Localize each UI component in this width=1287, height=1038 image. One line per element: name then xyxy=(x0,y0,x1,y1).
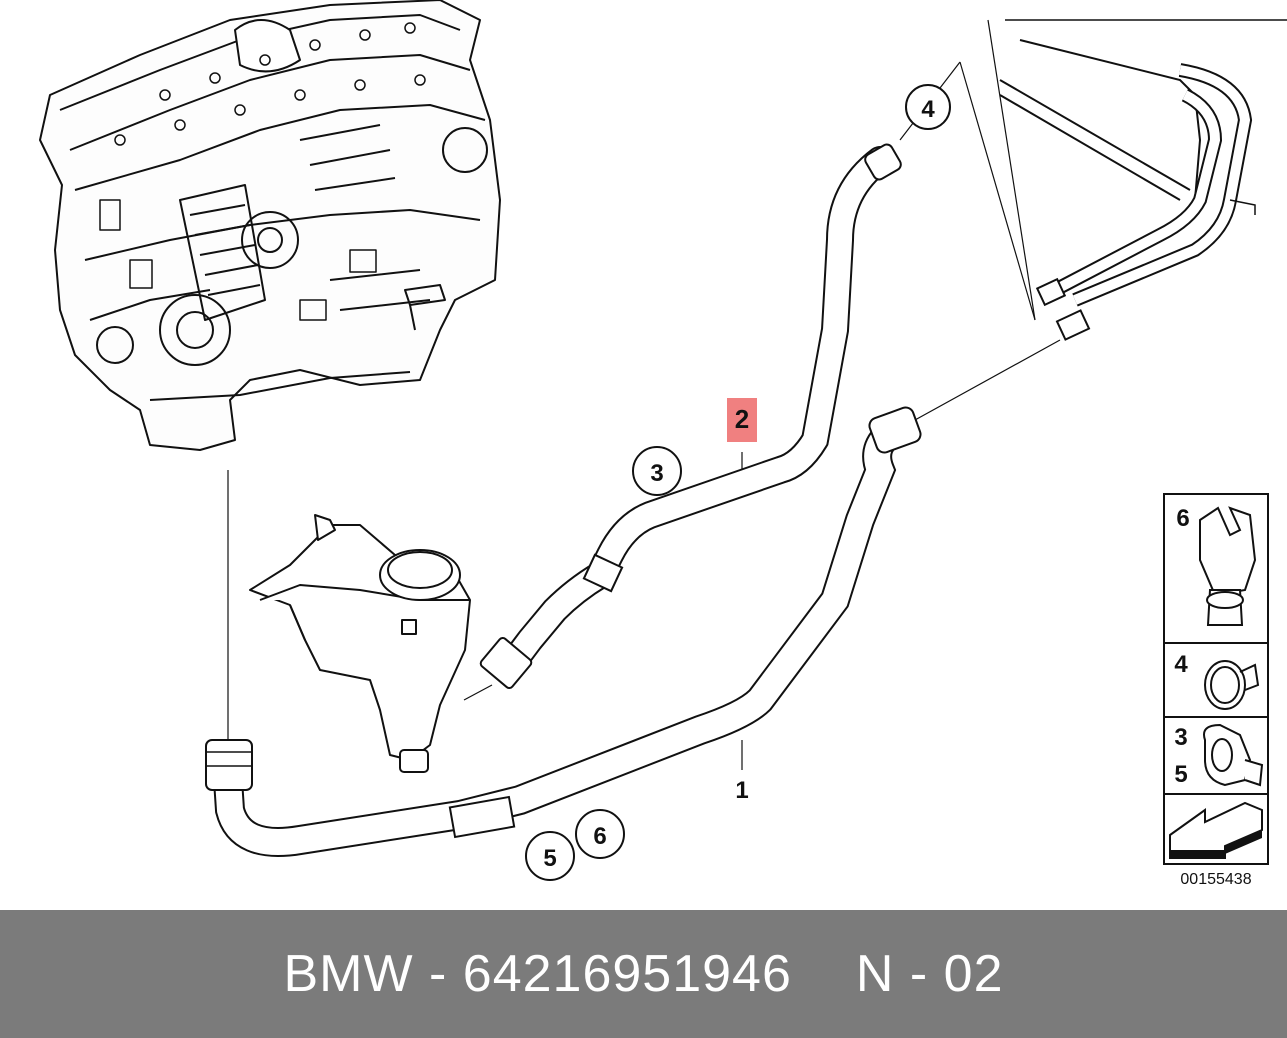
callout-6-label: 6 xyxy=(593,823,606,850)
legend-panel: 6 4 3 5 xyxy=(1163,493,1269,865)
callout-1-label: 1 xyxy=(735,777,748,804)
hose-clamp-icon xyxy=(1204,660,1260,710)
leader-lines xyxy=(227,19,1061,770)
legend-item-3-label: 3 xyxy=(1174,724,1187,751)
drawing-number: 00155438 xyxy=(1180,871,1251,888)
clip-6-icon xyxy=(1199,506,1257,626)
callout-2-label: 2 xyxy=(735,404,749,434)
callout-2-highlighted: 2 xyxy=(727,398,757,442)
expansion-tank xyxy=(249,514,471,773)
callout-5: 5 xyxy=(525,831,575,881)
position-label: N - 02 xyxy=(855,945,1004,1003)
callout-4: 4 xyxy=(905,84,951,130)
part-number-label: BMW - 64216951946 xyxy=(283,945,792,1003)
legend-item-4-label: 4 xyxy=(1174,651,1188,678)
callout-6: 6 xyxy=(575,809,625,859)
radiator-illustration xyxy=(999,19,1287,341)
callout-3: 3 xyxy=(632,446,682,496)
hose-2 xyxy=(479,143,902,690)
callout-4-label: 4 xyxy=(921,96,935,123)
part-footer-bar: BMW - 64216951946 N - 02 xyxy=(0,910,1287,1038)
legend-item-6-label: 6 xyxy=(1176,505,1189,532)
direction-arrow-icon xyxy=(1169,801,1263,859)
clip-3-5-icon xyxy=(1203,723,1264,787)
engine-illustration xyxy=(39,0,501,451)
callout-3-label: 3 xyxy=(650,460,663,487)
callout-5-label: 5 xyxy=(543,845,556,872)
legend-item-5-label: 5 xyxy=(1174,761,1187,788)
hose-1 xyxy=(205,406,922,857)
parts-diagram: 4 3 6 5 2 1 6 4 3 5 xyxy=(39,0,1287,888)
